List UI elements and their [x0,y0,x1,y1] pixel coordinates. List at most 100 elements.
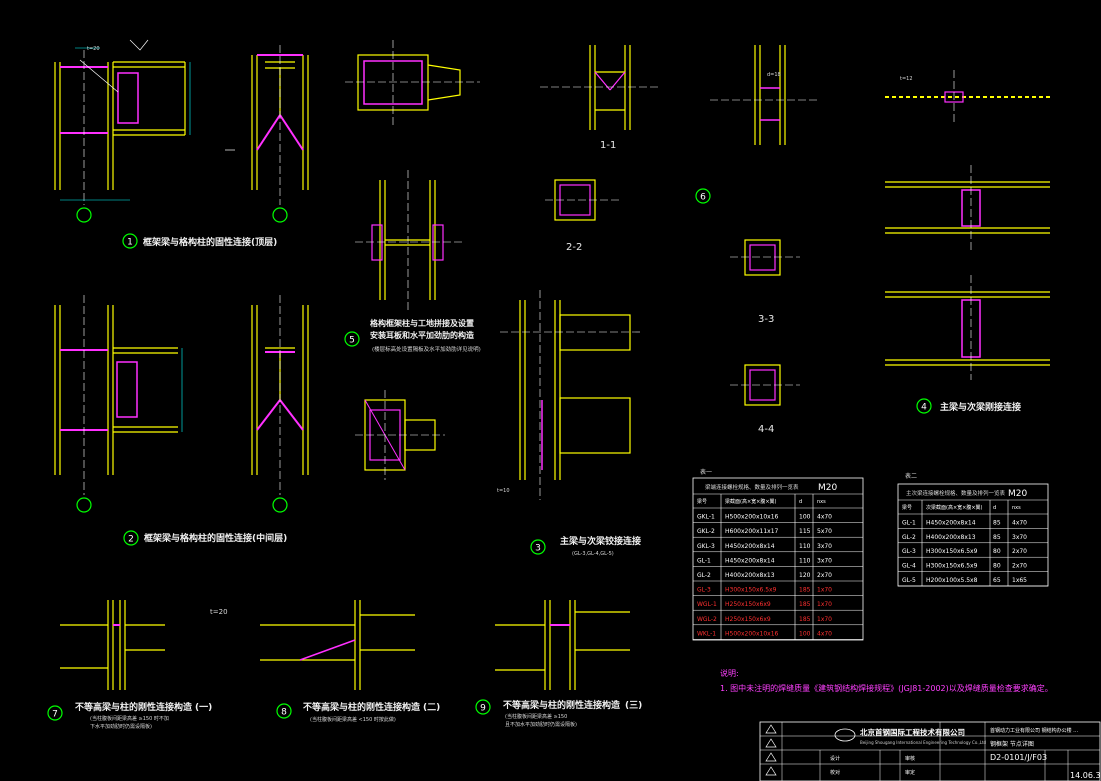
table2-label: 表二 [905,472,917,480]
detail-4-elev-1 [885,165,1050,250]
detail-9-caption: 不等高梁与柱的刚性连接构造 [503,699,621,711]
d6-bolt-label: d=18 [767,72,781,78]
table-cell: WGL-1 [697,601,717,608]
table-cell: H300x150x6.5x9 [926,563,978,570]
table-cell: 185 [799,601,811,608]
table-cell: 5x70 [817,528,832,535]
detail-8 [260,600,415,690]
table-header-cell: 次梁截面(高×宽×腹×翼) [926,504,983,511]
detail-7-caption: 不等高梁与柱的刚性连接构造 [75,701,193,713]
drawing-title: 钢框架 节点详图 [990,740,1034,748]
table-cell: 185 [799,616,811,623]
table-cell: 2x70 [1012,548,1027,555]
table-cell: 4x70 [817,630,832,637]
table-cell: 4x70 [1012,519,1027,526]
detail-4-elev-2 [885,275,1050,380]
detail-9-paren: (三) [625,700,642,711]
table-cell: 85 [993,534,1001,541]
table-cell: GL-5 [902,577,916,584]
table-cell: 1x70 [817,587,832,594]
detail-4-number-circle [916,398,932,414]
detail-7 [60,600,165,690]
table-header-cell: nxs [817,499,826,505]
table-cell: 3x70 [1012,534,1027,541]
table-cell: 120 [799,572,811,579]
table-cell: 65 [993,577,1001,584]
detail-5-number: 5 [349,336,355,346]
role-4: 审定 [905,769,915,776]
section-label-1-1: 1-1 [600,140,616,151]
table-cell: 1x65 [1012,577,1027,584]
detail-6 [710,45,820,145]
detail-2-number-circle [123,530,139,546]
detail-5-caption-line2: 安装耳板和水平加劲肋的构造 [370,330,474,340]
d1-thickness-label: t=20 [87,46,100,52]
detail-9-sub-line2: 且不加水平加劲肋时仍需设隔板) [505,721,577,728]
drawing-date: 14.06.30 [1070,771,1101,780]
table-cell: GL-4 [902,563,916,570]
table-cell: H200x100x5.5x8 [926,577,978,584]
project-name: 首钢动力工业有限公司 钢结构办公楼 … [990,727,1078,734]
table-header-cell: 梁截面(高×宽×腹×翼) [725,498,777,505]
table-header-cell: d [993,505,996,511]
detail-9 [495,600,630,690]
table-cell: H400x200x8x13 [725,572,775,579]
detail-6-number: 6 [700,193,706,203]
detail-6-number-circle [695,188,711,204]
table-cell: 100 [799,514,811,521]
detail-8-sub: (当柱腹板间距梁高差 <150 时按此做) [310,716,396,723]
drawing-number: D2-0101/J/F03 [990,753,1047,762]
detail-9-number-circle [475,699,491,715]
table-cell: 185 [799,587,811,594]
detail-1-number: 1 [127,238,133,248]
table-cell: H450x200x8x14 [926,519,976,526]
d4-thickness-label: t=12 [900,76,913,82]
role-1: 设计 [830,755,840,762]
detail-8-number: 8 [281,708,287,718]
table-header-cell: nxs [1012,505,1021,511]
table-cell: GL-3 [697,587,711,594]
table-cell: 80 [993,548,1001,555]
table-header-cell: d [799,499,802,505]
table-cell: GL-1 [697,557,711,564]
table1-label: 表一 [700,468,712,476]
table-cell: H450x200x8x14 [725,543,775,550]
table-cell: GL-2 [902,534,916,541]
table-cell: 2x70 [1012,563,1027,570]
detail-9-number: 9 [480,704,486,714]
table-cell: H450x200x8x14 [725,557,775,564]
d3-thickness-label: t=10 [497,488,510,494]
table-cell: 3x70 [817,543,832,550]
detail-3-number: 3 [535,544,541,554]
table-cell: H400x200x8x13 [926,534,976,541]
table-cell: GKL-1 [697,514,715,521]
detail-4-4-section [730,364,800,406]
table-cell: 80 [993,563,1001,570]
company-logo-icon [834,728,856,742]
table-cell: GL-1 [902,519,916,526]
detail-3-caption: 主梁与次梁铰接连接 [560,535,641,547]
detail-4-caption: 主梁与次梁刚接连接 [940,401,1021,413]
role-2: 校对 [830,769,840,776]
notes-item-1: 1. 图中未注明的焊缝质量《建筑钢结构焊接规程》(JGJ81-2002)以及焊缝… [720,683,1053,693]
table-cell: H500x200x10x16 [725,630,779,637]
detail-1-section [251,45,309,223]
detail-1-1-section [540,45,660,130]
d7-thickness-label: t=20 [210,608,228,616]
company-name-en: Beijing Shougang International Engineeri… [860,740,987,745]
company-name: 北京首钢国际工程技术有限公司 [860,727,965,737]
table-cell: GKL-2 [697,528,715,535]
table-cell: GKL-3 [697,543,715,550]
table-header-cell: 梁号 [697,498,707,505]
table-cell: GL-3 [902,548,916,555]
detail-3 [500,290,640,500]
detail-5-main [355,170,465,310]
table-cell: WGL-2 [697,616,717,623]
section-label-4-4: 4-4 [758,424,774,435]
table-cell: 3x70 [817,557,832,564]
title-block: 北京首钢国际工程技术有限公司 Beijing Shougang Internat… [759,721,1101,781]
table-cell: 4x70 [817,514,832,521]
table-cell: 110 [799,543,811,550]
role-3: 审核 [905,755,915,762]
detail-2-section [251,295,309,513]
